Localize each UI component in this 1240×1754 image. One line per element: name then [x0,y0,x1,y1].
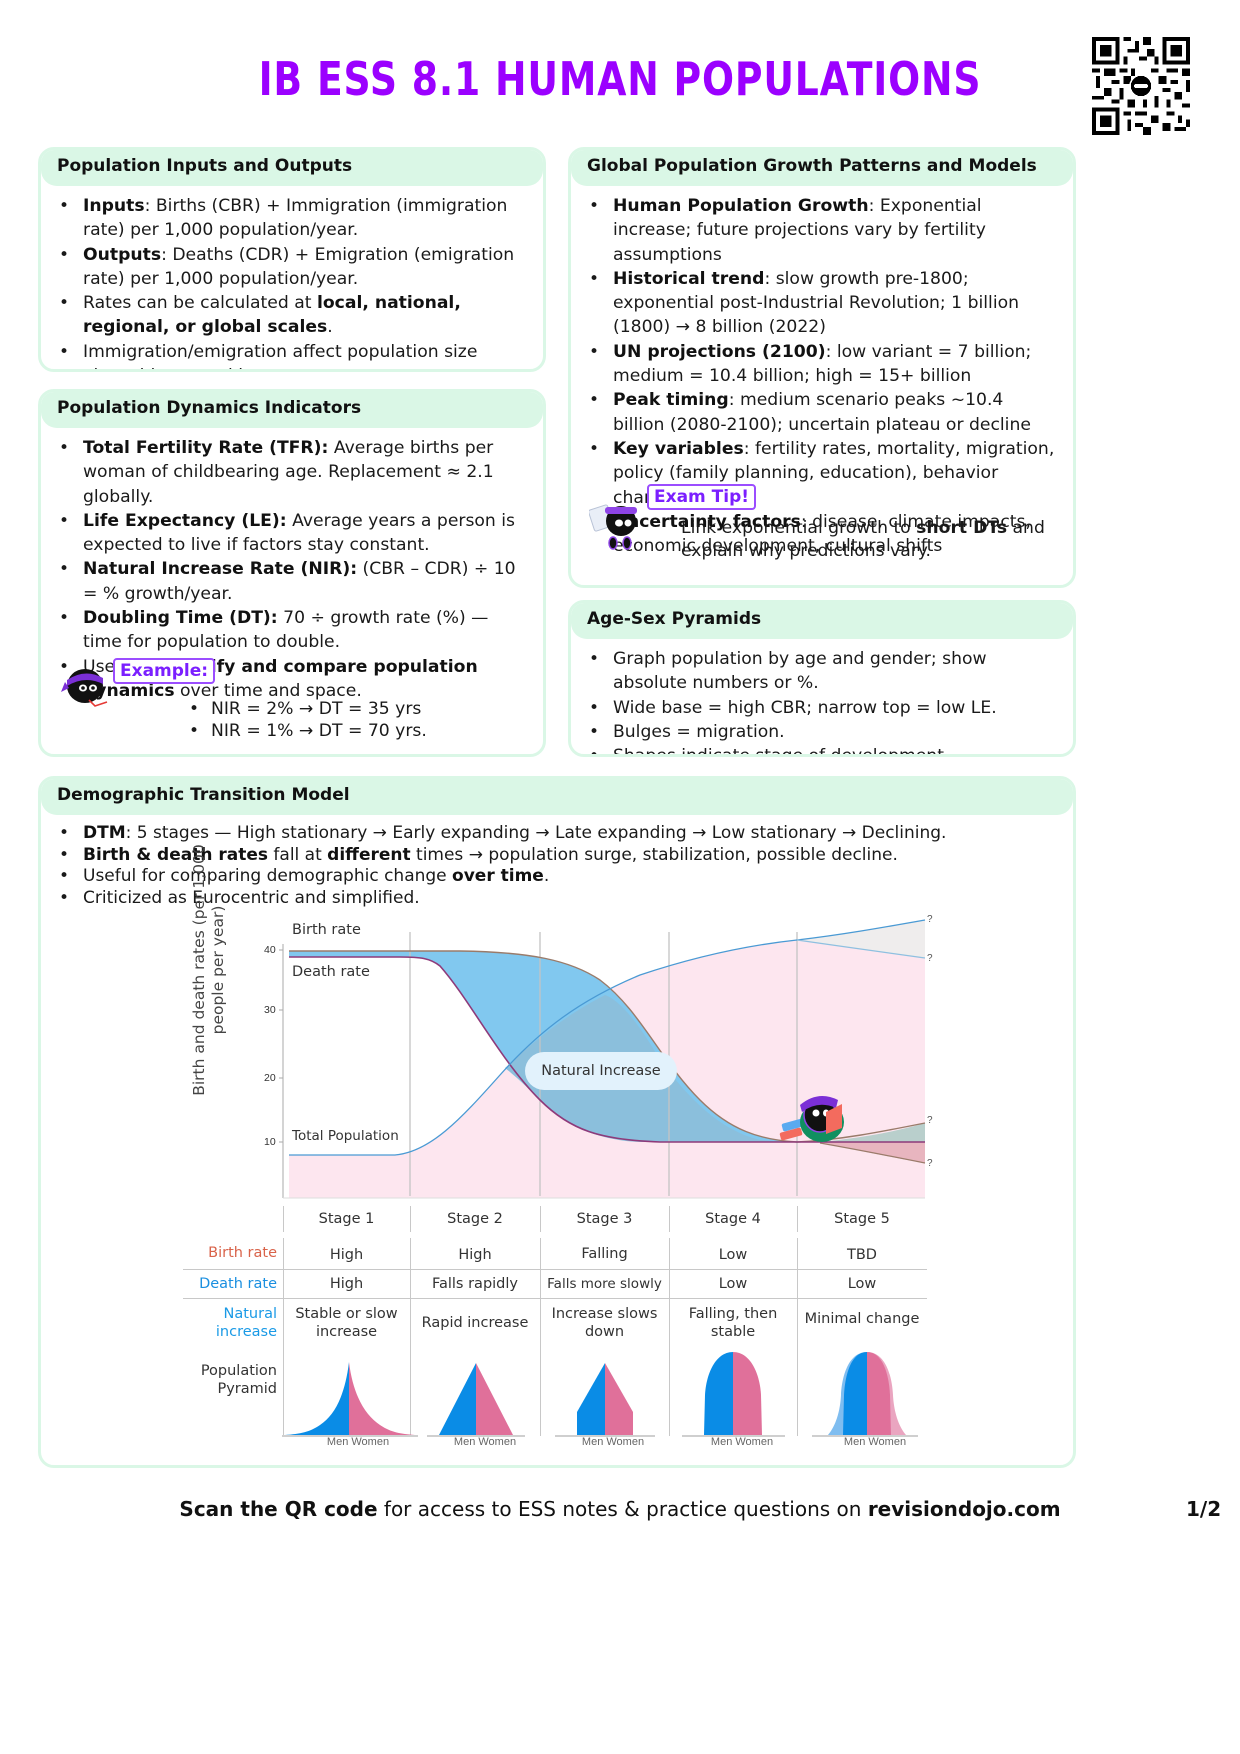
row-label-birth-rate: Birth rate [208,1245,277,1261]
table-cell: Rapid increase [421,1315,529,1331]
list-item: DTM: 5 stages — High stationary → Early … [59,823,1055,845]
list-item: Life Expectancy (LE): Average years a pe… [59,509,525,558]
bullet-list: Inputs: Births (CBR) + Immigration (immi… [41,186,543,369]
page-title: IB ESS 8.1 HUMAN POPULATIONS [258,52,982,106]
pyramid-caption: Men Women [710,1436,774,1448]
total-population-label: Total Population [292,1128,399,1144]
uncertainty-mark: ? [927,953,933,964]
card-title: Population Dynamics Indicators [41,392,543,428]
list-item: Doubling Time (DT): 70 ÷ growth rate (%)… [59,606,525,655]
list-item: Bulges = migration. [589,720,1055,745]
list-item: Outputs: Deaths (CDR) + Emigration (emig… [59,243,525,292]
pyramid-caption: Men Women [843,1436,907,1448]
pyramid-caption: Men Women [453,1436,517,1448]
list-item: Key variables: fertility rates, mortalit… [589,437,1055,510]
y-tick: 10 [264,1136,276,1148]
website-link[interactable]: revisiondojo.com [867,1497,1061,1521]
card-inputs-outputs: Population Inputs and Outputs Inputs: Bi… [38,147,546,372]
list-item: Immigration/emigration affect population… [59,340,525,369]
uncertainty-mark: ? [927,1158,933,1169]
table-cell: Minimal change [804,1311,920,1327]
uncertainty-mark: ? [927,914,933,925]
y-axis-label: Birth and death rates (per 1,000 people … [190,844,227,1096]
list-item: Peak timing: medium scenario peaks ~10.4… [589,388,1055,437]
list-item: Uncertainty factors: disease, climate im… [589,510,1055,559]
table-cell: Low [718,1276,748,1292]
list-item: Human Population Growth: Exponential inc… [589,194,1055,267]
bullet-list: Total Fertility Rate (TFR): Average birt… [41,428,543,703]
card-dynamics-indicators: Population Dynamics Indicators Total Fer… [38,389,546,757]
bullet-list: DTM: 5 stages — High stationary → Early … [41,815,1073,910]
list-item: Natural Increase Rate (NIR): (CBR – CDR)… [59,557,525,606]
list-item: NIR = 2% → DT = 35 yrs [189,698,427,720]
ninja-mascot-icon [61,669,108,707]
birth-rate-label: Birth rate [292,922,361,938]
table-cell: Falls rapidly [431,1276,518,1292]
table-cell: Low [718,1247,748,1263]
list-item: Rates can be calculated at local, nation… [59,291,525,340]
stage-header: Stage 2 [447,1211,503,1227]
stage-header: Stage 1 [318,1211,375,1227]
stage-header: Stage 3 [576,1211,633,1227]
table-cell: TBD [847,1247,877,1263]
y-tick: 30 [264,1004,276,1016]
card-global-growth: Global Population Growth Patterns and Mo… [568,147,1076,588]
list-item: Graph population by age and gender; show… [589,647,1055,696]
table-cell: High [329,1247,364,1263]
y-tick: 40 [264,944,276,956]
list-item: Birth & death rates fall at different ti… [59,845,1055,867]
row-label-death-rate: Death rate [199,1276,277,1292]
y-tick: 20 [264,1072,276,1084]
stage-header: Stage 5 [834,1211,890,1227]
bullet-list: Human Population Growth: Exponential inc… [571,186,1073,558]
list-item: Inputs: Births (CBR) + Immigration (immi… [59,194,525,243]
card-title: Demographic Transition Model [41,779,1073,815]
list-item: Total Fertility Rate (TFR): Average birt… [59,436,525,509]
footer-text: Scan the QR code for access to ESS notes… [179,1497,1061,1521]
qr-code-icon[interactable] [1092,34,1190,138]
card-title: Age-Sex Pyramids [571,603,1073,639]
table-cell: High [329,1276,364,1292]
stage-header: Stage 4 [705,1211,761,1227]
table-cell: Falls more slowly [547,1276,662,1292]
natural-increase-label: Natural Increase [525,1052,677,1090]
card-title: Population Inputs and Outputs [41,150,543,186]
table-cell: Low [847,1276,877,1292]
list-item: UN projections (2100): low variant = 7 b… [589,340,1055,389]
list-item: Historical trend: slow growth pre-1800; … [589,267,1055,340]
card-age-sex-pyramids: Age-Sex Pyramids Graph population by age… [568,600,1076,757]
example-list: NIR = 2% → DT = 35 yrs NIR = 1% → DT = 7… [169,690,445,742]
exam-tip-text: Link exponential growth to short DTs and… [681,518,1045,561]
bullet-list: Graph population by age and gender; show… [571,639,1073,754]
ninja-mascot-icon [589,504,637,550]
table-cell: Falling [581,1246,628,1262]
pyramid-caption: Men Women [581,1436,645,1448]
list-item: Shapes indicate stage of development. [589,744,1055,754]
table-cell: High [458,1247,492,1263]
list-item: Criticized as Eurocentric and simplified… [59,888,1055,910]
list-item: Useful for comparing demographic change … [59,866,1055,888]
pyramid-caption: Men Women [326,1436,390,1448]
list-item: NIR = 1% → DT = 70 yrs. [189,720,427,742]
exam-tip-label: Exam Tip! [647,484,757,510]
death-rate-label: Death rate [292,964,370,980]
page-number: 1/2 [1186,1497,1222,1521]
list-item: Wide base = high CBR; narrow top = low L… [589,696,1055,721]
uncertainty-mark: ? [927,1115,933,1126]
example-label: Example: [113,658,216,684]
card-title: Global Population Growth Patterns and Mo… [571,150,1073,186]
